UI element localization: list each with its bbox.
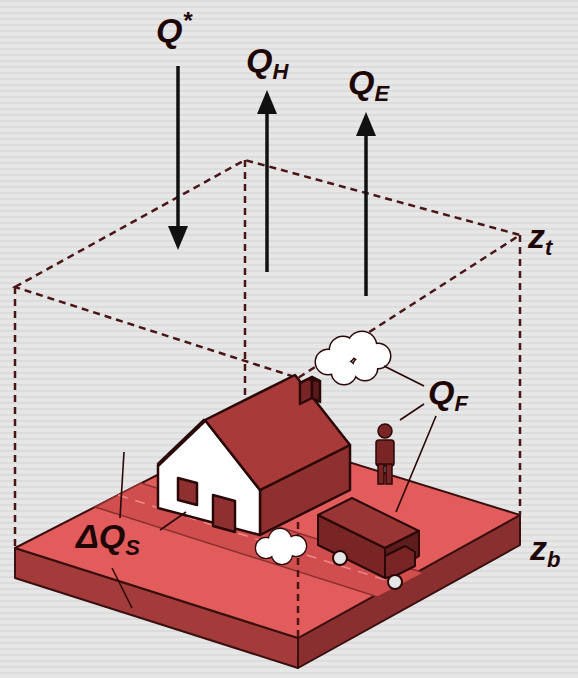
leader-lines [112,366,436,608]
house [158,375,350,535]
subscript: t [545,235,552,260]
subscript: E [374,81,389,106]
flux-label: QH [246,42,288,79]
exhaust-smoke [256,529,306,564]
subscript: H [272,59,288,84]
person [376,424,394,484]
symbol: z [528,217,545,255]
symbol: Q [428,373,454,411]
flux-label: QE [348,64,389,101]
symbol: Q [246,41,272,79]
height-label: zb [530,530,560,567]
subscript: F [454,391,467,416]
chimney-smoke [316,332,390,384]
height-label: zt [528,218,552,255]
flux-arrows [168,66,376,296]
flux-label: QF [428,374,468,411]
symbol: Q [348,63,374,101]
flux-label: Q* [156,12,192,49]
superscript: * [182,7,191,34]
subscript: S [125,535,140,560]
symbol: ΔQ [76,517,125,555]
truck [318,498,419,589]
subscript: b [547,547,560,572]
symbol: Q [156,11,182,49]
symbol: z [530,529,547,567]
flux-label: ΔQS [76,518,140,555]
